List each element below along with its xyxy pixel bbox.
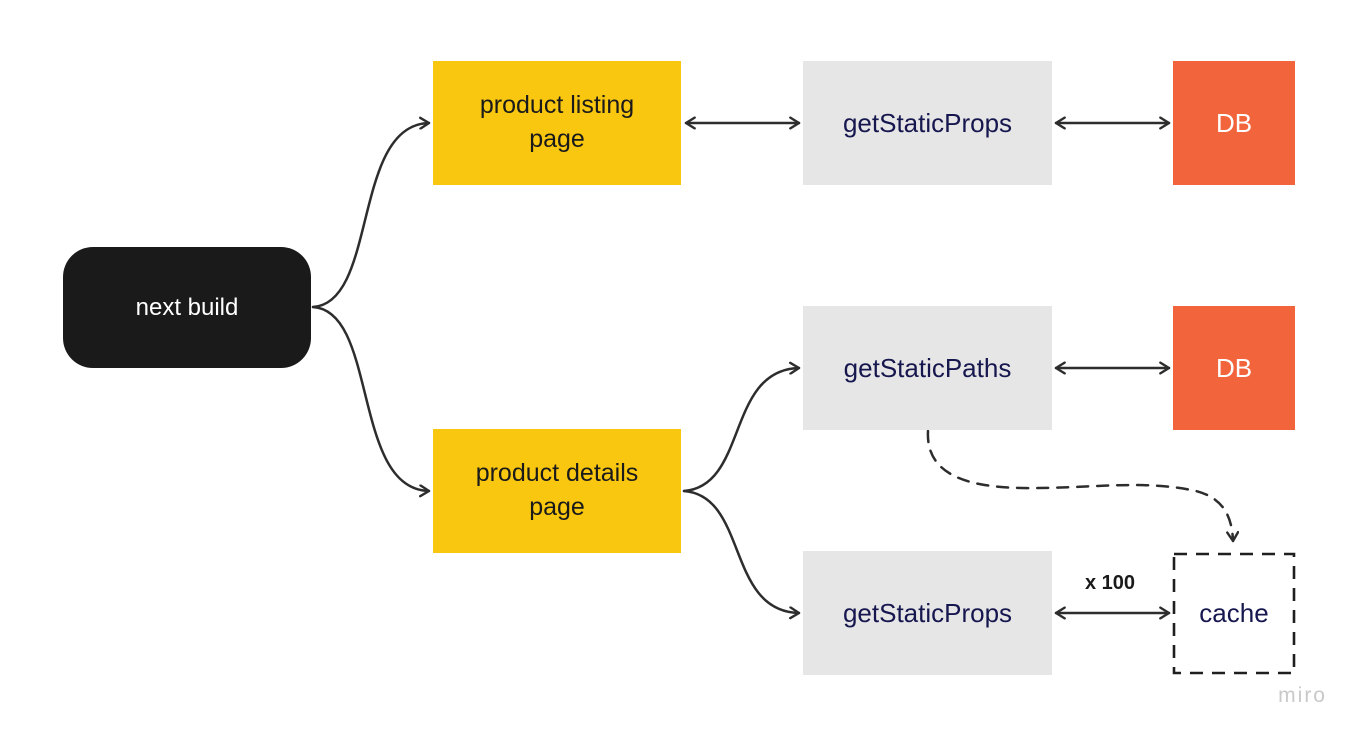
node-next-build-label: next build <box>135 293 239 321</box>
node-product-details-page[interactable]: product details page <box>433 429 681 553</box>
edge-product-details-to-getstaticprops[interactable] <box>682 489 801 613</box>
edge-getstaticpaths-to-cache-dashed[interactable] <box>926 429 1233 543</box>
node-db-listing[interactable]: DB <box>1173 61 1295 185</box>
miro-watermark: miro <box>1278 684 1327 707</box>
edge-product-details-to-getstaticpaths[interactable] <box>682 368 801 493</box>
edge-label-x100: x 100 <box>1084 572 1136 594</box>
node-getstaticprops-details[interactable]: getStaticProps <box>803 551 1052 675</box>
node-product-listing-page[interactable]: product listing page <box>433 61 681 185</box>
node-next-build[interactable]: next build <box>63 247 311 368</box>
node-cache-label: cache <box>1199 598 1269 628</box>
edge-next-build-to-product-listing[interactable] <box>311 123 431 309</box>
node-getstaticprops-listing[interactable]: getStaticProps <box>803 61 1052 185</box>
node-db-paths-label: DB <box>1215 352 1253 383</box>
node-getstaticpaths[interactable]: getStaticPaths <box>803 306 1052 430</box>
node-getstaticpaths-label: getStaticPaths <box>843 352 1012 383</box>
edge-next-build-to-product-details[interactable] <box>311 305 431 491</box>
node-getstaticprops-details-label: getStaticProps <box>842 597 1013 628</box>
node-db-paths[interactable]: DB <box>1173 306 1295 430</box>
node-product-listing-page-label: product listing page <box>479 91 635 153</box>
node-product-details-page-label: product details page <box>475 459 639 521</box>
node-cache[interactable]: cache <box>1173 553 1295 674</box>
node-getstaticprops-listing-label: getStaticProps <box>842 107 1013 138</box>
node-db-listing-label: DB <box>1215 107 1253 138</box>
